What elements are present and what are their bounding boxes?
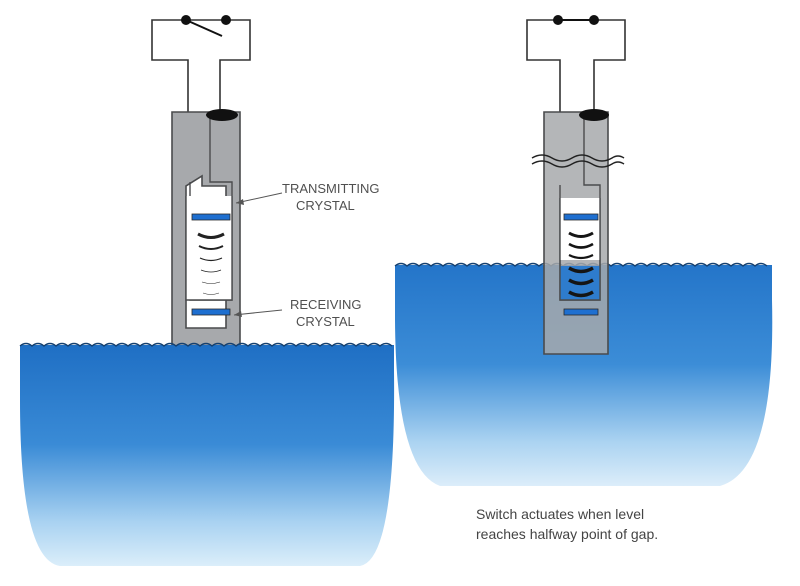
left-sound-waves <box>197 232 225 295</box>
right-switch-wire <box>526 19 626 112</box>
transmitting-crystal-label-line1: TRANSMITTING <box>282 181 380 196</box>
right-cable-end <box>579 109 609 121</box>
caption-line1: Switch actuates when level <box>476 506 644 522</box>
caption-line2: reaches halfway point of gap. <box>476 526 658 542</box>
left-liquid-surface <box>19 342 393 347</box>
transmitting-crystal-label-line2: CRYSTAL <box>296 198 355 213</box>
right-transmitting-crystal <box>563 213 599 221</box>
left-liquid-tank <box>19 342 395 566</box>
receiving-crystal-label-line1: RECEIVING <box>290 297 362 312</box>
right-probe-assembly <box>526 15 626 355</box>
right-receiving-crystal <box>563 308 599 316</box>
left-cable-end <box>206 109 238 121</box>
left-transmitting-crystal <box>191 213 231 221</box>
receiving-crystal-label-line2: CRYSTAL <box>296 314 355 329</box>
left-switch-wire <box>151 19 251 112</box>
left-probe-assembly: TRANSMITTING CRYSTAL RECEIVING CRYSTAL <box>151 15 380 347</box>
left-receiving-crystal <box>191 308 231 316</box>
switch-closed-icon <box>553 15 599 25</box>
switch-open-icon <box>181 15 231 37</box>
right-sound-waves <box>568 231 594 298</box>
